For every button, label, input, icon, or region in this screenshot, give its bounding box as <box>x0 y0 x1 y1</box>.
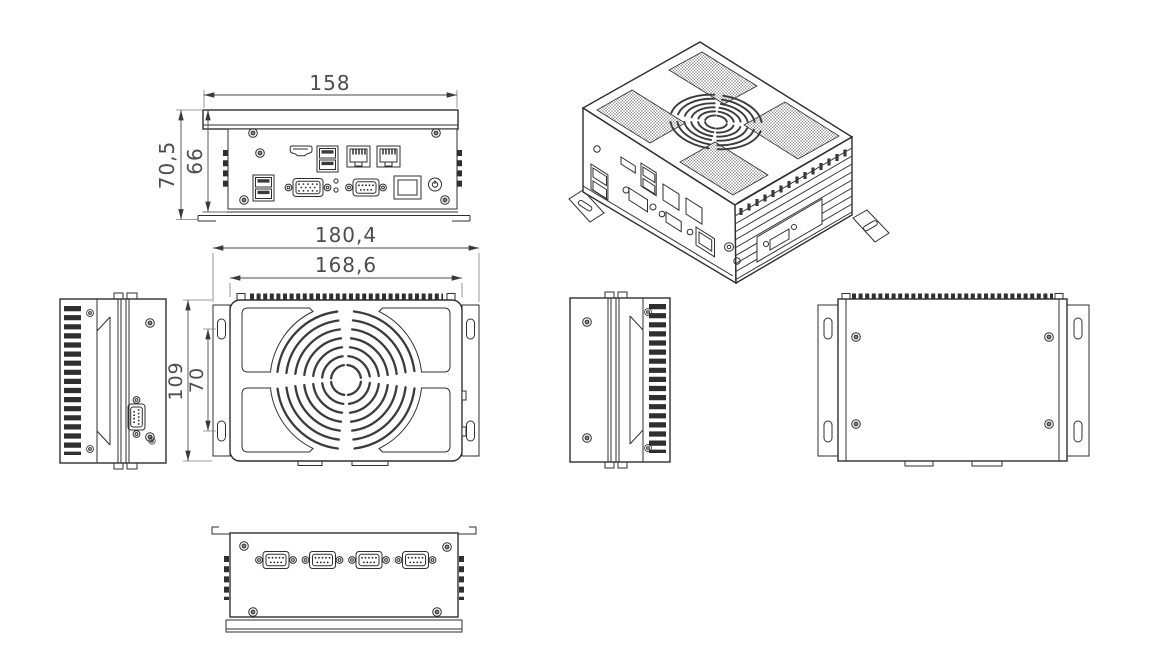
dim-label-168-6: 168,6 <box>315 253 377 277</box>
iso-vent-slot-row <box>739 149 847 215</box>
mounting-slot <box>823 420 833 443</box>
side-view-left <box>59 292 167 470</box>
led-indicator-2 <box>333 187 339 193</box>
dim-top-total-width: 180,4 <box>212 223 480 302</box>
dim-top-body-width: 168,6 <box>229 253 463 297</box>
dc-power-jack <box>393 175 422 200</box>
mounting-flange-right <box>1066 304 1090 457</box>
dim-label-109: 109 <box>165 361 187 400</box>
hdmi-port <box>289 145 313 157</box>
dim-label-66: 66 <box>183 147 207 174</box>
mounting-slot <box>823 317 833 340</box>
dim-mount-slot-spacing: 70 <box>186 328 216 432</box>
mounting-flange-left <box>212 304 231 457</box>
iso-vga-port <box>628 187 648 213</box>
iso-power-button <box>724 242 734 252</box>
mounting-slot <box>217 318 226 340</box>
power-button <box>428 177 442 192</box>
iso-dc-jack <box>695 226 715 258</box>
mounting-flange-left <box>817 304 839 457</box>
dim-label-180-4: 180,4 <box>315 223 377 247</box>
dim-label-70-5: 70,5 <box>155 141 179 190</box>
isometric-view <box>568 41 890 285</box>
dim-front-body-height: 66 <box>183 110 227 213</box>
iso-ethernet-port-1 <box>662 183 680 212</box>
top-view: 180,4 168,6 109 70 <box>165 223 480 466</box>
front-panel <box>227 128 458 210</box>
mounting-slot <box>217 420 226 442</box>
dim-top-depth: 109 <box>165 299 212 462</box>
iso-base-line <box>582 185 734 277</box>
iso-vent-pads <box>596 51 840 196</box>
bottom-plate <box>837 298 1068 462</box>
iso-usb-ports <box>590 163 609 201</box>
iso-mounting-flanges <box>568 189 890 243</box>
front-view: 158 70,5 66 <box>155 71 471 222</box>
dim-front-total-height: 70,5 <box>155 109 203 220</box>
mounting-slot <box>466 318 475 340</box>
flange-hooks <box>211 526 477 535</box>
iso-com-port <box>665 211 682 233</box>
mounting-feet <box>197 211 471 222</box>
led-indicator-1 <box>333 178 339 184</box>
dim-label-70: 70 <box>186 367 208 393</box>
rear-view <box>211 526 477 633</box>
top-cap <box>202 109 459 130</box>
iso-hdmi-port <box>620 156 636 175</box>
iso-front-ports <box>590 145 741 265</box>
side-view-right <box>569 291 671 469</box>
top-cover <box>229 299 463 462</box>
iso-side-com-plate <box>756 198 823 263</box>
bottom-view <box>817 293 1090 467</box>
dim-front-width: 158 <box>203 71 458 108</box>
rear-panel <box>229 532 459 618</box>
iso-side-com-port <box>769 228 790 251</box>
mounting-slot <box>1073 420 1083 443</box>
vent-pads <box>241 307 451 453</box>
base-band <box>225 619 463 633</box>
iso-ethernet-port-2 <box>685 197 703 226</box>
mounting-slot <box>1073 317 1083 340</box>
iso-usb-ports-2 <box>640 162 657 197</box>
dim-label-158: 158 <box>309 71 350 95</box>
